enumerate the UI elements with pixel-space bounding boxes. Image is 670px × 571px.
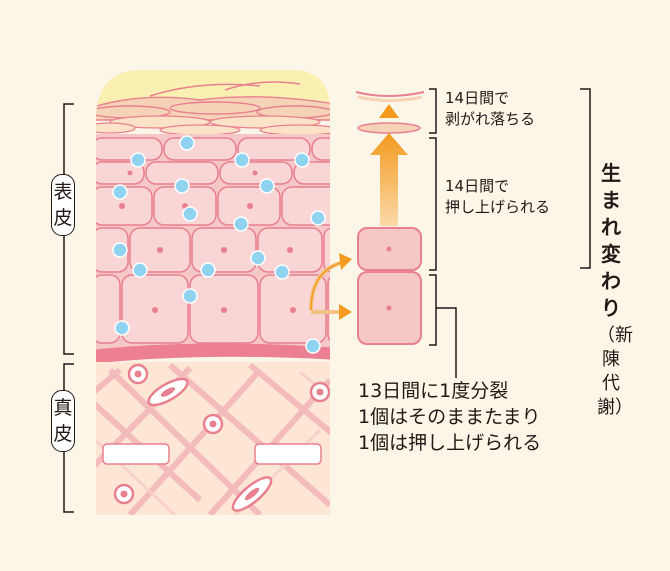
basal-cells <box>96 274 330 344</box>
division-note-line1: 13日間に1度分裂 <box>358 380 509 402</box>
upper-cells <box>96 137 330 185</box>
flaky-layers <box>96 96 330 121</box>
basement-membrane <box>96 343 330 364</box>
peel-note-line2: 剥がれ落ちる <box>445 110 536 128</box>
small-up-arrow <box>379 104 399 118</box>
push-note: 14日間で 押し上げられる <box>445 176 550 218</box>
peel-note: 14日間で 剥がれ落ちる <box>445 88 535 130</box>
epidermis-tag: 表皮 <box>51 174 75 236</box>
division-note: 13日間に1度分裂 1個はそのままたまり 1個は押し上げられる <box>358 378 541 456</box>
peeled-flake <box>355 91 425 97</box>
top-flake <box>357 122 421 134</box>
division-note-line3: 1個は押し上げられる <box>358 432 542 454</box>
division-note-line2: 1個はそのままたまり <box>358 406 541 428</box>
process-illustration <box>309 91 425 345</box>
turnover-sub-label: （新陳代謝） <box>597 325 633 418</box>
push-note-line1: 14日間で <box>445 177 510 195</box>
skin-block <box>96 70 330 515</box>
blood-vessels <box>102 443 322 465</box>
moisture-droplets <box>112 135 326 354</box>
dermis-label: 真皮 <box>53 397 73 445</box>
right-brackets <box>429 88 591 378</box>
epidermis-label: 表皮 <box>53 181 73 229</box>
turnover-label: 生まれ変わり <box>601 161 621 320</box>
dermis-tag: 真皮 <box>51 390 75 452</box>
push-up-arrow <box>370 133 408 226</box>
cell-nuclei <box>119 170 296 313</box>
push-note-line2: 押し上げられる <box>445 198 551 216</box>
peel-note-line1: 14日間で <box>445 89 510 107</box>
